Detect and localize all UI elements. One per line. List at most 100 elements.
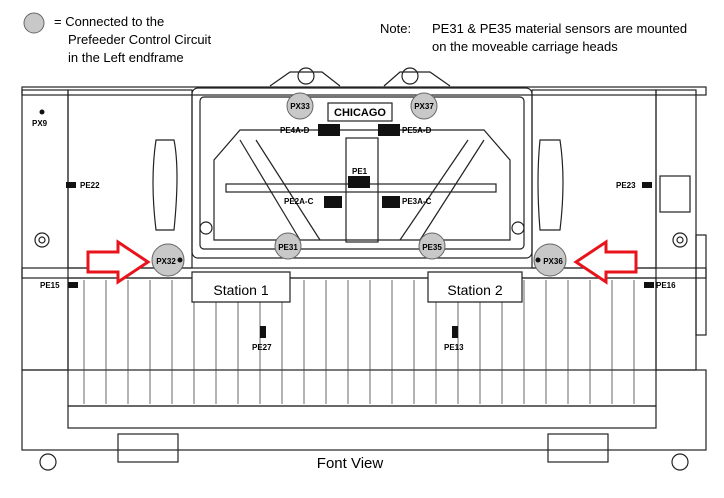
pe22-block (66, 182, 76, 188)
right-foot-block (547, 433, 609, 463)
station-2-plate (427, 271, 523, 303)
px37-circle (410, 92, 438, 120)
legend-line-2: Prefeeder Control Circuit (68, 32, 211, 47)
note-block: Note: PE31 & PE35 material sensors are m… (380, 21, 687, 54)
px9-label: PX9 (32, 119, 48, 128)
title-plate-text: CHICAGO (334, 107, 386, 119)
pe5a-d-block (378, 124, 400, 136)
pe16-block (644, 282, 654, 288)
left-foot-block (117, 433, 179, 463)
px32-dot (177, 257, 183, 263)
right-window (537, 139, 564, 231)
pe27-label: PE27 (252, 343, 272, 352)
left-caster (39, 453, 57, 471)
pe3a-c-block (382, 196, 400, 208)
right-knob (672, 232, 688, 248)
pe35-label: PE35 (422, 243, 442, 252)
right-caster (671, 453, 689, 471)
station-1-plate (191, 271, 291, 303)
carriage-frame (213, 129, 511, 241)
conveyor-slats (83, 280, 635, 404)
left-knob (34, 232, 50, 248)
pe27-block (260, 326, 266, 338)
left-top-gear (297, 67, 315, 85)
px36-circle (533, 243, 567, 277)
pe1-label: PE1 (352, 167, 368, 176)
right-side-handle (695, 234, 707, 336)
pe2a-c-block (324, 196, 342, 208)
pe15-block (68, 282, 78, 288)
px33-label: PX33 (290, 102, 310, 111)
view-label: Font View (317, 455, 384, 472)
gray-circle-icon (23, 12, 45, 34)
left-diagonal-a (239, 139, 301, 241)
right-top-gear (401, 67, 419, 85)
left-pointing-arrow-icon (573, 239, 638, 285)
px37-label: PX37 (414, 102, 434, 111)
right-top-mechanism (383, 71, 451, 87)
station-2-label: Station 2 (447, 282, 502, 298)
component-labels: PX9 PE22 PE23 PE15 PE16 PE4A-D PE5A-D PE… (32, 119, 676, 352)
view-label-part1: Font (317, 455, 348, 472)
pe22-label: PE22 (80, 181, 100, 190)
red-arrows (86, 239, 638, 285)
pe35-circle (418, 232, 446, 260)
px33-circle (286, 92, 314, 120)
px32-circle (151, 243, 185, 277)
base-frame (21, 369, 707, 451)
station-1-label: Station 1 (213, 282, 268, 298)
px9-dot (39, 109, 45, 115)
right-panel-box (659, 175, 691, 213)
note-label: Note: (380, 21, 411, 36)
right-endframe-inner (531, 89, 657, 269)
base-panel (67, 405, 657, 429)
right-pointing-arrow-icon (86, 239, 151, 285)
pe23-label: PE23 (616, 181, 636, 190)
center-column (345, 137, 379, 243)
hood-right-knob (511, 221, 525, 235)
pe5a-d-label: PE5A-D (402, 126, 432, 135)
pe13-label: PE13 (444, 343, 464, 352)
left-top-mechanism (269, 71, 341, 87)
px36-dot (535, 257, 541, 263)
machine-frame (21, 67, 707, 471)
right-endframe-outer (655, 89, 697, 371)
pe4a-d-block (318, 124, 340, 136)
center-hood (191, 87, 533, 259)
pe2a-c-label: PE2A-C (284, 197, 314, 206)
note-line-2: on the moveable carriage heads (432, 39, 618, 54)
left-diagonal-b (255, 139, 321, 241)
pe15-label: PE15 (40, 281, 60, 290)
pe23-block (642, 182, 652, 188)
right-diagonal-a (419, 139, 485, 241)
view-label-part2: View (351, 455, 383, 472)
pe3a-c-label: PE3A-C (402, 197, 432, 206)
left-endframe-inner (67, 89, 193, 269)
note-line-1: PE31 & PE35 material sensors are mounted (432, 21, 687, 36)
pe31-circle (274, 232, 302, 260)
left-knob-center (38, 236, 46, 244)
station-2-tab: Station 2 (427, 271, 523, 303)
pe1-block (348, 176, 370, 188)
pe13-block (452, 326, 458, 338)
legend-line-3: in the Left endframe (68, 50, 184, 65)
title-plate-box (327, 102, 393, 122)
title-plate: CHICAGO (327, 102, 393, 122)
station-1-tab: Station 1 (191, 271, 291, 303)
px36-label: PX36 (543, 257, 563, 266)
right-diagonal-b (399, 139, 469, 241)
px-sensors: PX33 PX37 PE31 PE35 PX32 PX36 (151, 92, 567, 277)
right-knob-center (676, 236, 684, 244)
hood-left-knob (199, 221, 213, 235)
left-endframe-outer (21, 89, 69, 371)
legend-line-1: = Connected to the (54, 14, 164, 29)
pe4a-d-label: PE4A-D (280, 126, 310, 135)
px32-label: PX32 (156, 257, 176, 266)
legend: = Connected to the Prefeeder Control Cir… (23, 12, 211, 65)
center-hood-inner (199, 96, 525, 250)
pe31-label: PE31 (278, 243, 298, 252)
pe16-label: PE16 (656, 281, 676, 290)
sensor-blocks (39, 109, 654, 338)
left-window (152, 139, 178, 231)
